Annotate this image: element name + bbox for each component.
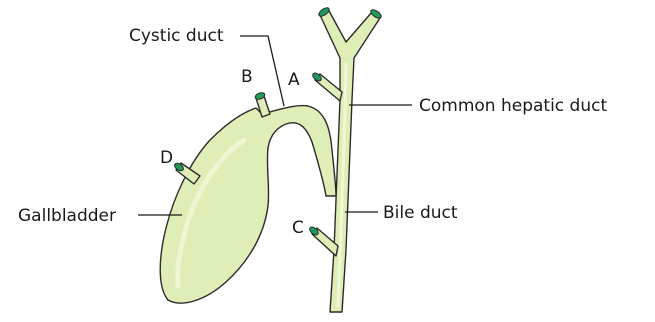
cystic-duct-label: Cystic duct [129, 26, 224, 46]
marker-c: C [292, 218, 304, 238]
gallbladder-shape [160, 106, 336, 303]
marker-d: D [160, 148, 173, 168]
marker-b: B [241, 67, 253, 87]
bile-duct-label: Bile duct [383, 203, 458, 223]
gallbladder-label: Gallbladder [18, 206, 116, 226]
marker-a: A [288, 70, 300, 90]
common-hepatic-duct-label: Common hepatic duct [419, 96, 607, 116]
